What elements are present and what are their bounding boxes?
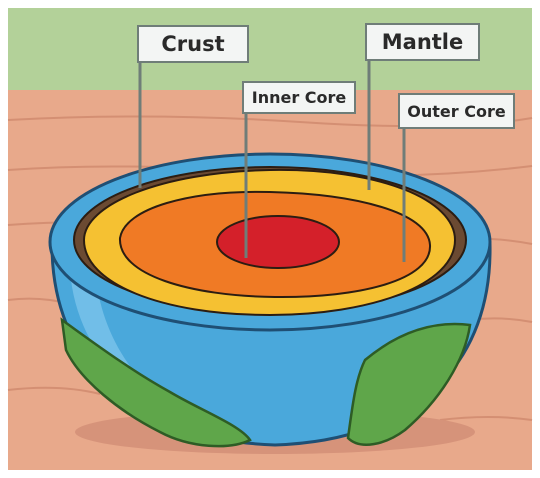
inner-core-layer bbox=[217, 216, 339, 268]
outer-core-label: Outer Core bbox=[398, 93, 515, 129]
mantle-label: Mantle bbox=[365, 23, 480, 61]
crust-label: Crust bbox=[137, 25, 249, 63]
inner-core-label: Inner Core bbox=[242, 81, 356, 114]
